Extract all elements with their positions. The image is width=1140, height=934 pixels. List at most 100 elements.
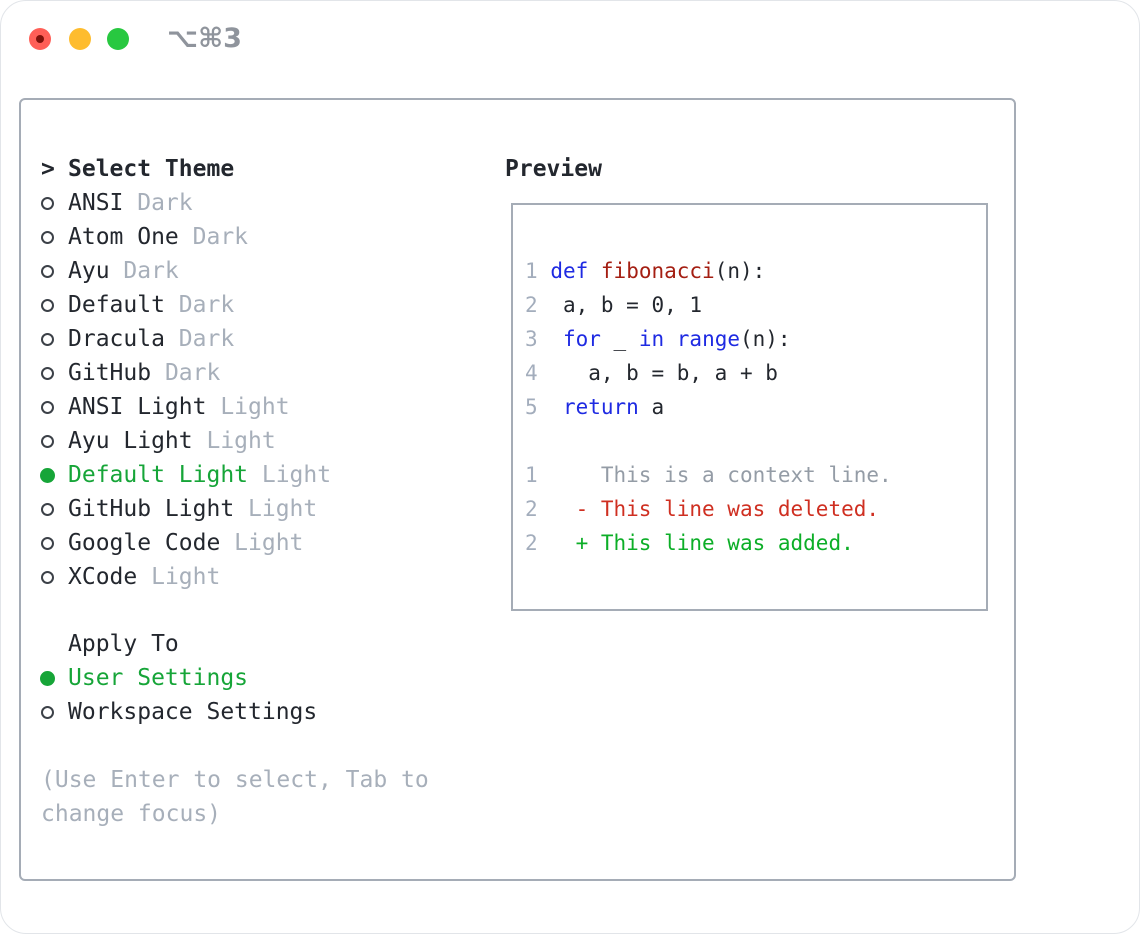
code-token: [538, 327, 563, 351]
code-token: [538, 497, 576, 521]
radio-circle: [41, 332, 54, 346]
theme-option-label: GitHub: [68, 360, 152, 386]
code-line: 3 for _ in range(n):: [525, 322, 892, 356]
radio-icon: [41, 264, 68, 278]
theme-option-label: ANSI Light: [68, 394, 207, 420]
radio-icon: [41, 230, 68, 244]
theme-variant-label: Dark: [178, 292, 235, 318]
radio-circle: [41, 400, 54, 414]
code-line: [525, 424, 892, 458]
code-token: a, b = 0, 1: [562, 293, 703, 317]
radio-circle: [41, 264, 54, 278]
theme-list-header: > Select Theme: [41, 152, 331, 186]
titlebar: ⌥⌘3: [1, 1, 1139, 77]
code-line: 2 + This line was added.: [525, 526, 892, 560]
code-token: [538, 395, 563, 419]
zoom-button[interactable]: [107, 28, 129, 50]
code-token: in: [638, 327, 665, 351]
theme-variant-label: Light: [206, 428, 276, 454]
radio-circle: [41, 298, 54, 312]
code-token: [538, 259, 551, 283]
code-line: 1 def fibonacci(n):: [525, 254, 892, 288]
radio-icon: [41, 502, 68, 516]
theme-option-label: Default Light: [68, 462, 249, 488]
cursor-marker: >: [41, 156, 55, 182]
hint-line-2: change focus): [41, 801, 222, 827]
close-button[interactable]: [29, 28, 51, 50]
code-token: (n):: [714, 259, 766, 283]
theme-option-label: Default: [68, 292, 165, 318]
code-line: 1 This is a context line.: [525, 458, 892, 492]
theme-variant-label: Light: [220, 394, 290, 420]
code-token: a: [638, 395, 665, 419]
radio-circle: [41, 536, 54, 550]
radio-icon: [41, 366, 68, 380]
theme-option[interactable]: Default Light Light: [40, 458, 332, 492]
code-token: [538, 463, 601, 487]
line-number: 2: [525, 531, 538, 555]
radio-icon: [41, 705, 68, 719]
theme-option[interactable]: Google Code Light: [41, 526, 331, 560]
theme-option-label: Dracula: [68, 326, 165, 352]
radio-dot: [40, 670, 55, 686]
line-number: 3: [525, 327, 538, 351]
code-token: + This line was added.: [575, 531, 854, 555]
theme-variant-label: Light: [234, 530, 304, 556]
window-title: ⌥⌘3: [167, 23, 242, 54]
theme-variant-label: Dark: [123, 258, 179, 284]
code-token: range: [676, 327, 740, 351]
line-number: 5: [525, 395, 538, 419]
theme-option-label: Google Code: [68, 530, 221, 556]
code-token: def: [550, 259, 589, 283]
radio-icon: [41, 536, 68, 550]
radio-icon: [41, 434, 68, 448]
code-token: [538, 361, 589, 385]
theme-option-label: XCode: [68, 564, 138, 590]
code-token: _: [600, 327, 639, 351]
theme-option[interactable]: Default Dark: [41, 288, 331, 322]
code-line: 4 a, b = b, a + b: [525, 356, 892, 390]
minimize-button[interactable]: [69, 28, 91, 50]
code-token: (n):: [740, 327, 791, 351]
apply-option-label: User Settings: [68, 665, 249, 691]
theme-list-title: Select Theme: [68, 156, 235, 182]
line-number: 2: [525, 497, 538, 521]
theme-variant-label: Light: [248, 496, 318, 522]
hint-line-1: (Use Enter to select, Tab to: [41, 767, 429, 793]
radio-circle: [41, 434, 54, 448]
apply-option-label: Workspace Settings: [68, 699, 318, 725]
code-token: return: [562, 395, 639, 419]
theme-variant-label: Light: [261, 462, 332, 488]
code-token: [664, 327, 677, 351]
code-token: [538, 293, 563, 317]
code-token: for: [562, 327, 601, 351]
apply-to-header: Apply To: [68, 631, 179, 657]
radio-icon: [41, 298, 68, 312]
radio-selected-icon: [40, 670, 68, 686]
apply-option[interactable]: User Settings: [40, 661, 317, 695]
theme-option-label: ANSI: [68, 190, 124, 216]
code-token: [538, 531, 576, 555]
code-line: 2 a, b = 0, 1: [525, 288, 892, 322]
line-number: 2: [525, 293, 538, 317]
theme-option[interactable]: ANSI Light Light: [41, 390, 331, 424]
radio-circle: [41, 230, 54, 244]
radio-dot: [40, 467, 55, 483]
code-token: This is a context line.: [600, 463, 892, 487]
line-number: 1: [525, 259, 538, 283]
apply-option[interactable]: Workspace Settings: [41, 695, 317, 729]
code-line: 5 return a: [525, 390, 892, 424]
